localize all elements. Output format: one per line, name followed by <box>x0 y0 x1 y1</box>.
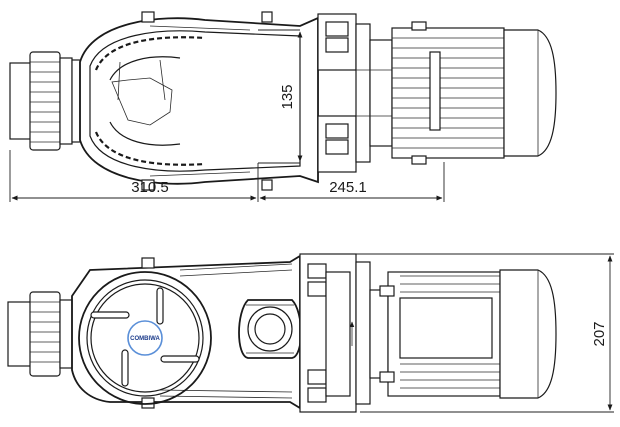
top-inlet-union <box>9 51 81 151</box>
dim-135-label: 135 <box>279 84 296 109</box>
front-motor <box>379 269 557 399</box>
top-strainer-housing <box>79 11 319 191</box>
top-view: 135 310.5 245.1 <box>9 11 557 202</box>
front-strainer-lid <box>78 271 212 405</box>
dim-245-label: 245.1 <box>329 179 367 196</box>
dim-length: 310.5 245.1 <box>9 150 445 202</box>
dim-207: 207 <box>300 253 614 413</box>
dim-135: 135 <box>258 29 303 164</box>
front-view: COMBIWA <box>7 253 614 413</box>
brand-logo: COMBIWA <box>127 320 163 356</box>
front-pump-body <box>71 254 301 410</box>
top-bracket <box>317 13 393 173</box>
dim-207-label: 207 <box>591 321 608 346</box>
brand-logo-text: COMBIWA <box>130 336 160 342</box>
front-discharge-port <box>238 299 302 359</box>
front-bracket <box>299 253 389 413</box>
top-motor <box>391 21 557 165</box>
dim-310-label: 310.5 <box>131 179 169 196</box>
front-inlet-union <box>7 291 73 377</box>
